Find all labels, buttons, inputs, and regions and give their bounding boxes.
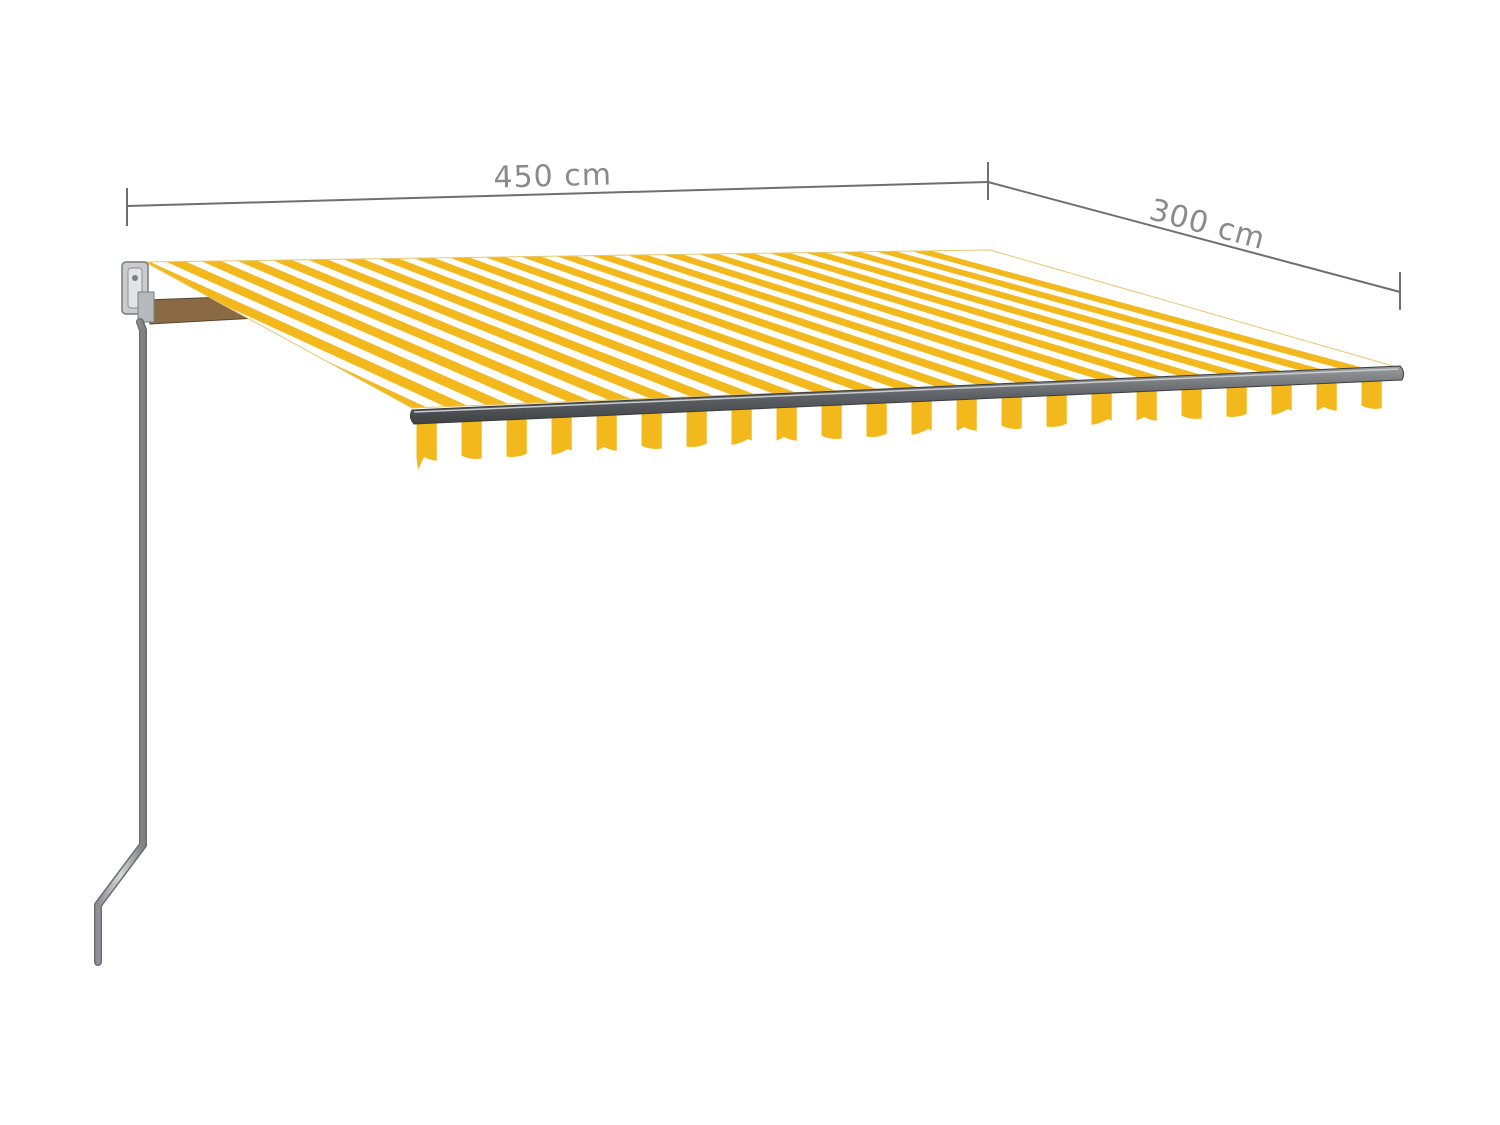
valance-stripe [641,405,662,470]
valance-stripe [731,402,752,470]
canopy-stripe [190,256,559,407]
valance-stripe [911,395,932,470]
canopy-stripe [155,256,517,408]
wall-bracket [121,261,155,323]
canopy-stripe [472,252,888,394]
valance-stripe [1226,382,1247,458]
canopy-stripe [824,250,1300,377]
canopy-stripe [894,250,1382,374]
valance-stripe [1181,384,1202,459]
canopy-stripe [648,250,1094,386]
canopy-stripe [613,250,1053,387]
valance-stripe [1361,380,1382,452]
valance-stripe [956,393,977,468]
valance-stripe [1001,391,1022,467]
valance-stripe [1046,389,1067,465]
canopy-stripe [401,253,806,397]
canopy-stripe [225,255,600,406]
canopy-stripe [261,255,641,404]
valance-stripe [1136,385,1157,461]
canopy-stripe [577,250,1011,389]
canopy-stripe [683,250,1135,384]
valance-stripe [506,411,527,470]
valance-stripe [776,400,797,470]
canopy-stripe [507,251,929,392]
canopy-stripe [859,250,1341,376]
canopy-stripe [789,250,1258,379]
valance-stripe [686,404,707,470]
canopy-stripe [296,254,682,402]
width-label: 450 cm [493,157,612,195]
crank-handle [94,318,147,966]
valance-stripe [866,396,887,470]
canopy-stripe [718,250,1176,382]
canopy-stripe [331,254,723,401]
front-bar [409,365,1405,425]
valance-stripe [551,409,572,470]
valance-stripe [596,407,617,470]
canopy-stripe [753,250,1217,381]
canopy-stripe [366,253,764,399]
valance-stripe [1316,380,1337,454]
valance-stripe [821,398,842,470]
canopy-stripe [437,252,847,396]
depth-label: 300 cm [1146,193,1270,257]
valance-stripe [1091,387,1112,463]
valance-stripe [461,413,482,470]
canopy-stripe [145,257,476,408]
valance-stripe [416,415,437,470]
valance-stripe [1271,380,1292,456]
canopy-stripe [542,251,970,391]
dimension-width: 450 cm [126,157,989,226]
